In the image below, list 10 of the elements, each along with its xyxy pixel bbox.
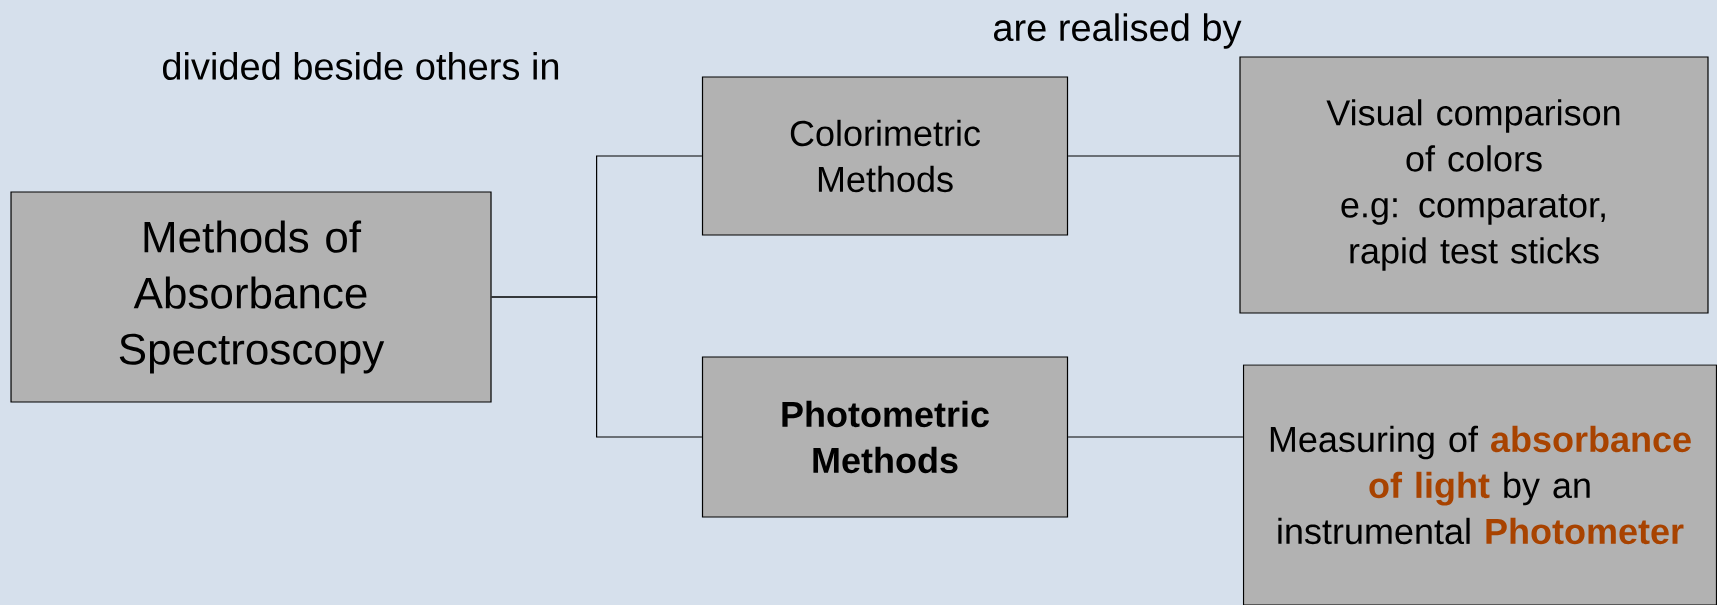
connector-line (491, 296, 703, 438)
annotation-text: divided beside others in (163, 52, 559, 80)
process-box: Methods of Absorbance Spectroscopy (10, 191, 492, 403)
process-box: Visual comparison of colors e.g: comparator, rapid test sticks (1239, 56, 1709, 314)
connector-line (1067, 155, 1240, 157)
process-box: Photometric Methods (701, 356, 1069, 518)
process-box: Colorimetric Methods (701, 76, 1069, 236)
process-box: Measuring of absorbance of light by an instrumental Photometer (1242, 364, 1717, 605)
annotation-text: are realised by (994, 13, 1242, 49)
connector-line (1067, 436, 1244, 438)
